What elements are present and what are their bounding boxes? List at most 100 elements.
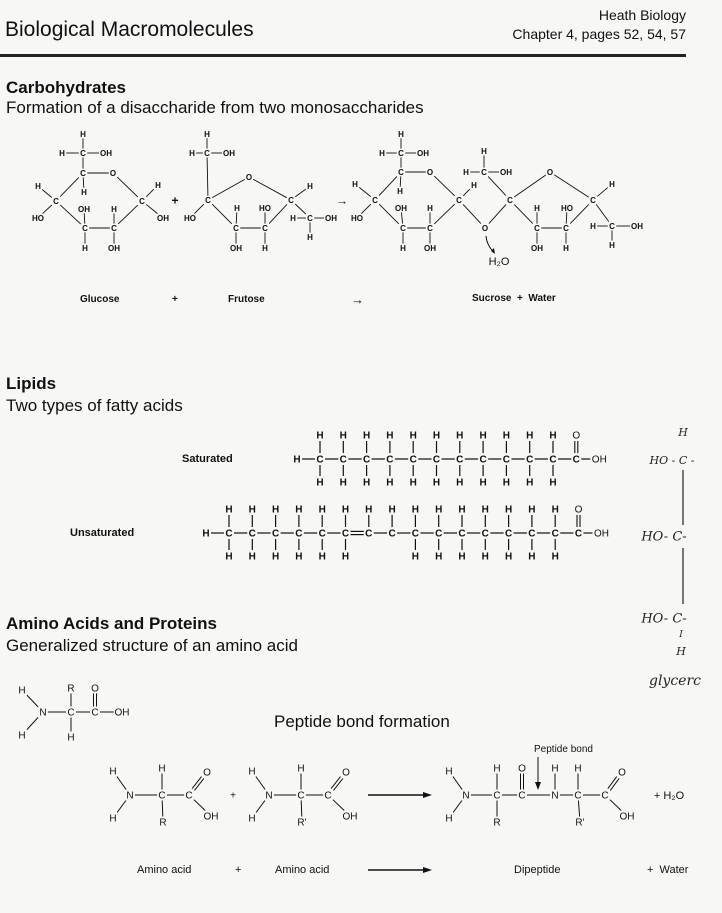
atom-ho: HO — [259, 204, 271, 213]
atom-c: C — [386, 455, 393, 466]
atom-c: C — [53, 197, 59, 206]
bond — [26, 694, 39, 708]
atom-h: H — [262, 244, 268, 253]
atom-h: H — [482, 552, 489, 563]
atom-h: H — [574, 764, 581, 775]
atom-c: C — [82, 224, 88, 233]
amino-heading: Amino Acids and Proteins — [6, 614, 217, 633]
bond — [59, 177, 80, 197]
bond — [577, 800, 581, 817]
atom-c: C — [507, 196, 513, 205]
bond — [361, 203, 372, 214]
atom-o: O — [91, 684, 99, 695]
chapter-pages: Chapter 4, pages 52, 54, 57 — [512, 26, 686, 42]
atom-h: H — [379, 149, 385, 158]
sucrose-water-label: Sucrose + Water — [472, 293, 556, 304]
atom-h: H — [272, 552, 279, 563]
atom-h: H — [528, 552, 535, 563]
atom-h: H — [316, 431, 323, 442]
atom-h: H — [297, 764, 304, 775]
reaction-arrow: → — [336, 193, 348, 207]
atom-oh: OH — [531, 244, 543, 253]
atom-h: H — [481, 147, 487, 156]
atom-n: N — [462, 791, 469, 802]
atom-c: C — [573, 455, 580, 466]
water-molecule: H₂O — [489, 256, 510, 268]
atom-oh: OH — [631, 222, 643, 231]
atom-c: C — [324, 791, 331, 802]
atom-ho: HO — [32, 214, 44, 223]
atom-h: H — [249, 505, 256, 516]
bond — [194, 203, 205, 214]
atom-oh: OH — [500, 168, 512, 177]
bond — [59, 204, 82, 225]
glucose-label: Glucose — [80, 294, 120, 305]
atom-c: C — [493, 791, 500, 802]
atom-c: C — [601, 791, 608, 802]
atom-c: C — [503, 455, 510, 466]
bond — [294, 203, 307, 215]
glycerol-row-1: HO - C - — [649, 454, 695, 467]
bond — [211, 178, 246, 199]
atom-c: C — [342, 529, 349, 540]
bond — [595, 204, 610, 222]
atom-oh: OH — [223, 149, 235, 158]
arrowhead — [535, 782, 541, 790]
atom-h: H — [503, 431, 510, 442]
bond — [452, 776, 463, 790]
plus-sign: + — [230, 791, 236, 802]
bond — [83, 213, 86, 224]
bond — [294, 188, 307, 198]
atom-c: C — [363, 455, 370, 466]
bond — [462, 204, 482, 224]
atom-h: H — [534, 204, 540, 213]
yields-arrow: → — [351, 292, 364, 307]
atom-h: H — [386, 431, 393, 442]
atom-c: C — [388, 529, 395, 540]
atom-oh: OH — [417, 149, 429, 158]
atom-h: H — [248, 767, 255, 778]
atom-c: C — [319, 529, 326, 540]
atom-c: C — [288, 196, 294, 205]
atom-c: C — [185, 791, 192, 802]
atom-h: H — [386, 478, 393, 489]
atom-h: H — [80, 130, 86, 139]
bond — [193, 799, 206, 811]
bond — [433, 203, 456, 225]
atom-h: H — [202, 529, 209, 540]
atom-c: C — [435, 529, 442, 540]
atom-h: H — [552, 505, 559, 516]
atom-h: H — [340, 431, 347, 442]
atom-h: H — [248, 814, 255, 825]
atom-c: C — [609, 222, 615, 231]
atom-h: H — [458, 505, 465, 516]
atom-oh: OH — [100, 149, 112, 158]
atom-h: H — [609, 180, 615, 189]
double-bond — [330, 776, 341, 789]
atom-oh: OH — [78, 205, 90, 214]
atom-oh: OH — [594, 529, 609, 540]
frutose-label: Frutose — [228, 294, 265, 305]
atom-h: H — [290, 214, 296, 223]
atom-o: O — [572, 431, 580, 442]
atom-h: H — [307, 182, 313, 191]
atom-c: C — [91, 708, 98, 719]
atom-h: H — [505, 505, 512, 516]
atom-oh: OH — [424, 244, 436, 253]
bond — [255, 776, 266, 790]
atom-c: C — [249, 529, 256, 540]
atom-c: C — [139, 197, 145, 206]
atom-c: C — [398, 168, 404, 177]
atom-c: C — [433, 455, 440, 466]
page-title: Biological Macromolecules — [5, 18, 254, 41]
plus-label-2: + — [235, 864, 242, 876]
atom-h: H — [528, 505, 535, 516]
atom-ho: HO — [351, 214, 363, 223]
atom-h: H — [363, 478, 370, 489]
bond — [268, 204, 288, 224]
atom-c: C — [158, 791, 165, 802]
atom-h: H — [111, 205, 117, 214]
amino-acid-label-1: Amino acid — [137, 864, 192, 876]
